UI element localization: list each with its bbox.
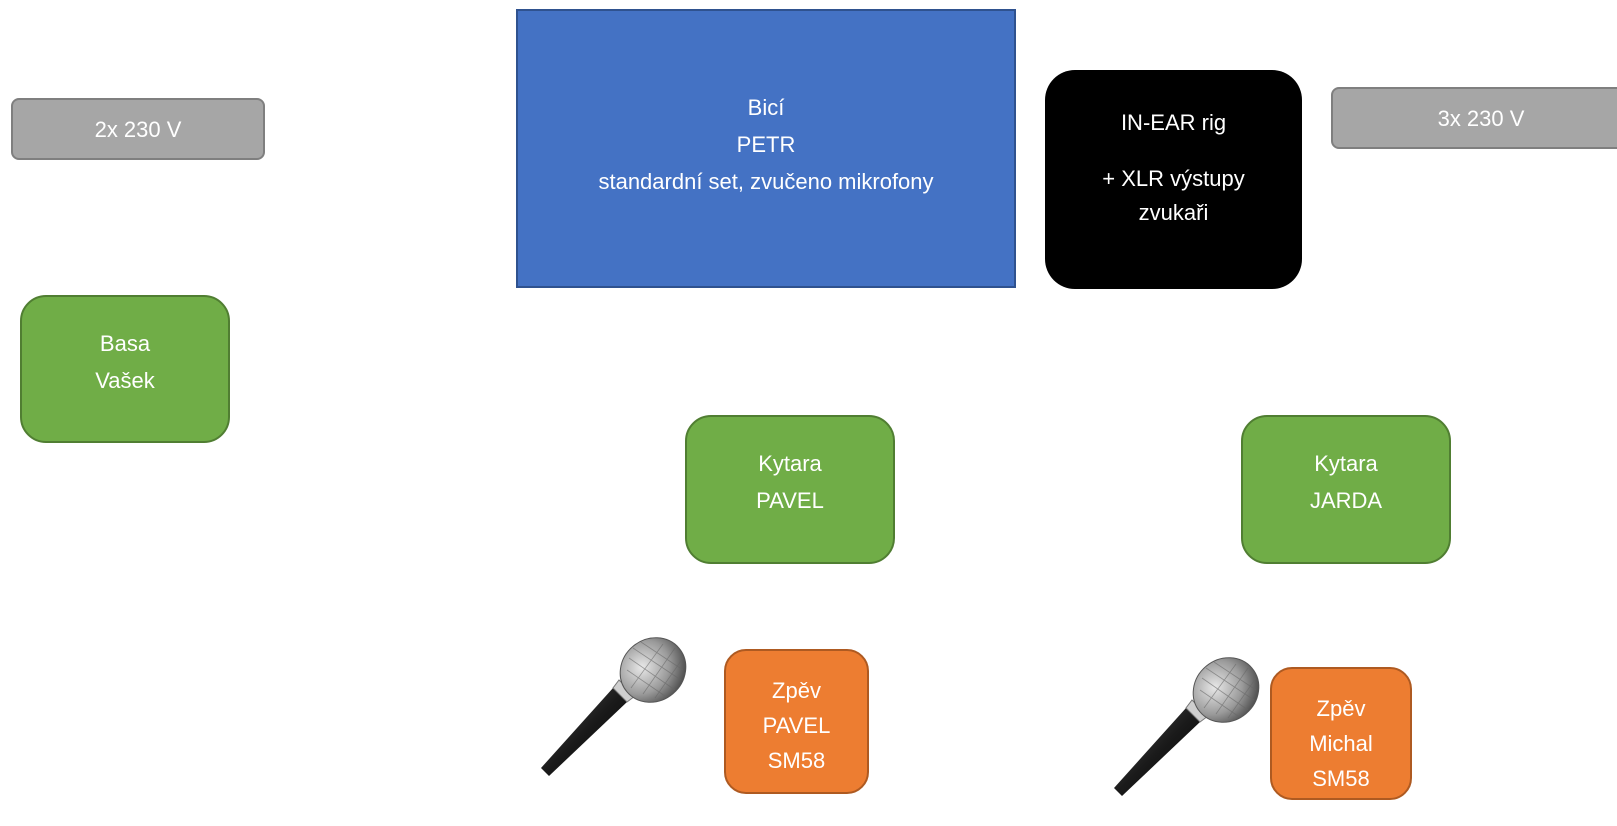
bass-title: Basa (99, 331, 151, 356)
vocal-michal-mic-model: SM58 (1312, 766, 1370, 791)
in-ear-note-1: + XLR výstupy (1102, 166, 1245, 191)
drums-player: PETR (736, 132, 796, 157)
microphone-icon (1114, 657, 1260, 796)
power-right-box: 3x 230 V (1331, 87, 1617, 149)
vocal-pavel-mic-model: SM58 (767, 748, 826, 773)
vocal-pavel-title: Zpěv (772, 678, 821, 703)
power-right-label: 3x 230 V (1437, 105, 1525, 131)
vocal-pavel-player: PAVEL (762, 713, 831, 738)
guitar-jarda-player: JARDA (1309, 488, 1383, 513)
guitar-jarda-box: Kytara JARDA (1241, 415, 1451, 564)
bass-box: Basa Vašek (20, 295, 230, 443)
power-left-label: 2x 230 V (94, 116, 182, 142)
power-left-box: 2x 230 V (11, 98, 265, 160)
drums-title: Bicí (747, 95, 785, 120)
drums-note: standardní set, zvučeno mikrofony (598, 169, 934, 194)
drums-box: Bicí PETR standardní set, zvučeno mikrof… (516, 9, 1016, 288)
bass-player: Vašek (95, 368, 155, 393)
guitar-pavel-title: Kytara (758, 451, 822, 476)
guitar-pavel-box: Kytara PAVEL (685, 415, 895, 564)
guitar-pavel-player: PAVEL (756, 488, 824, 513)
vocal-pavel-box: Zpěv PAVEL SM58 (724, 649, 869, 794)
microphone-icon (541, 637, 687, 776)
guitar-jarda-title: Kytara (1314, 451, 1378, 476)
vocal-michal-box: Zpěv Michal SM58 (1270, 667, 1412, 800)
vocal-michal-player: Michal (1309, 731, 1373, 756)
in-ear-rig-box: IN-EAR rig + XLR výstupy zvukaři (1045, 70, 1302, 289)
in-ear-title: IN-EAR rig (1120, 110, 1227, 135)
in-ear-note-2: zvukaři (1138, 200, 1209, 225)
vocal-michal-title: Zpěv (1316, 696, 1366, 721)
